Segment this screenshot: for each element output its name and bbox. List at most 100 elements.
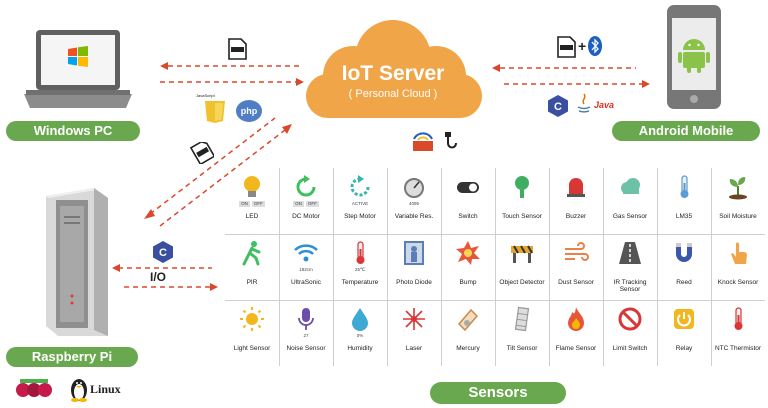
no-entry-icon [617,306,643,332]
buzzer-icon [563,174,589,200]
plant-icon [725,174,751,200]
sensor-cell: PIR [225,234,279,300]
grid-divider [657,168,658,366]
html-file-icon-3 [557,36,576,58]
sensor-cell: NTC Thermistor [711,300,765,366]
sensor-cell: Soil Moisture [711,168,765,234]
svg-text:C: C [159,247,167,259]
sensor-label: Relay [675,345,693,352]
sensor-value-tag: 0% [356,333,364,338]
sensor-label: UltraSonic [291,279,321,286]
server-subtitle: ( Personal Cloud ) [348,88,438,100]
sensor-value-tag: ON [239,201,250,207]
java-icon [577,93,591,113]
sensor-label: Variable Res. [394,213,434,220]
step-rotate-icon [347,174,373,200]
penguin-icon [70,376,88,402]
dial-icon [401,174,427,200]
wifi-icon [293,240,319,266]
sensors-label: Sensors [430,382,566,404]
sensor-value-tag: 25℃ [354,267,366,272]
sensor-label: PIR [246,279,258,286]
sensor-value-tags: 25℃ [333,267,387,273]
sensor-cell: Gas Sensor [603,168,657,234]
sensor-label: Dust Sensor [558,279,594,286]
js-icon [205,101,225,123]
html-file-icon [228,38,247,60]
thermometer-ntc-icon [725,306,751,332]
sensor-label: Light Sensor [233,345,271,352]
sensor-label: Bump [459,279,477,286]
sensor-cell: Buzzer [549,168,603,234]
raspberry-pi-label: Raspberry Pi [6,347,138,367]
grid-divider [225,300,765,301]
html-file-icon-2 [190,142,214,164]
rotate-icon [293,174,319,200]
sensor-label: Step Motor [344,213,376,220]
switch-icon [455,174,481,200]
sensor-label: Mercury [456,345,480,352]
linux-label: Linux [90,382,121,396]
sensor-label: LM35 [675,213,693,220]
sensor-cell: Bump [441,234,495,300]
sensor-label: Flame Sensor [555,345,597,352]
wind-icon [563,240,589,266]
sensor-label: Laser [405,345,423,352]
sensor-label: Limit Switch [612,345,648,352]
grid-divider [495,168,496,366]
sensor-label: Object Detector [499,279,545,286]
php-icon: php [236,100,262,122]
sensor-cell: Light Sensor [225,300,279,366]
touch-icon [509,174,535,200]
hand-icon [725,240,751,266]
sensor-label: LED [245,213,259,220]
server-title: IoT Server [341,62,445,85]
laser-icon [401,306,427,332]
magnet-icon [671,240,697,266]
sensor-cell: Knock Sensor [711,234,765,300]
sensor-cell: Relay [657,300,711,366]
sun-icon [239,306,265,332]
sensor-value-tags: 0% [333,333,387,339]
sensor-cell: Object Detector [495,234,549,300]
sensor-value-tag: OFF [305,201,319,207]
drop-icon [347,306,373,332]
thermometer-red-icon [347,240,373,266]
sensor-value-tag: 4095 [408,201,419,206]
tower-icon [509,306,535,332]
android-mobile-label: Android Mobile [612,121,760,141]
sensor-cell: Laser [387,300,441,366]
sensor-cell: Limit Switch [603,300,657,366]
sensor-label: Tilt Sensor [506,345,538,352]
sensor-value-tags: 192cm [279,267,333,273]
sensor-label: Gas Sensor [612,213,648,220]
sensor-label: NTC Thermistor [714,345,762,352]
grid-divider [387,168,388,366]
sensor-cell: IR Tracking Sensor [603,234,657,300]
sensor-label: Photo Diode [396,279,432,286]
smartphone-icon [667,5,721,109]
js-label: JavaScript [196,93,215,98]
cloud-icon [617,174,643,200]
windows-pc-label: Windows PC [6,121,140,141]
sensor-cell: Touch Sensor [495,168,549,234]
sensor-label: Humidity [347,345,373,352]
grid-divider [333,168,334,366]
sensor-label: Buzzer [565,213,587,220]
power-icon [671,306,697,332]
sensor-label: Touch Sensor [502,213,542,220]
cloud-server-icon [306,20,482,118]
plus-icon: + [578,38,587,54]
sensor-cell: Switch [441,168,495,234]
io-label: I/O [150,270,167,284]
grid-divider [279,168,280,366]
walking-icon [239,240,265,266]
sensor-value-tags: 4095 [387,201,441,207]
wifi-module-icon [413,132,433,151]
sensor-cell: Photo Diode [387,234,441,300]
server-tower-icon [46,188,108,336]
